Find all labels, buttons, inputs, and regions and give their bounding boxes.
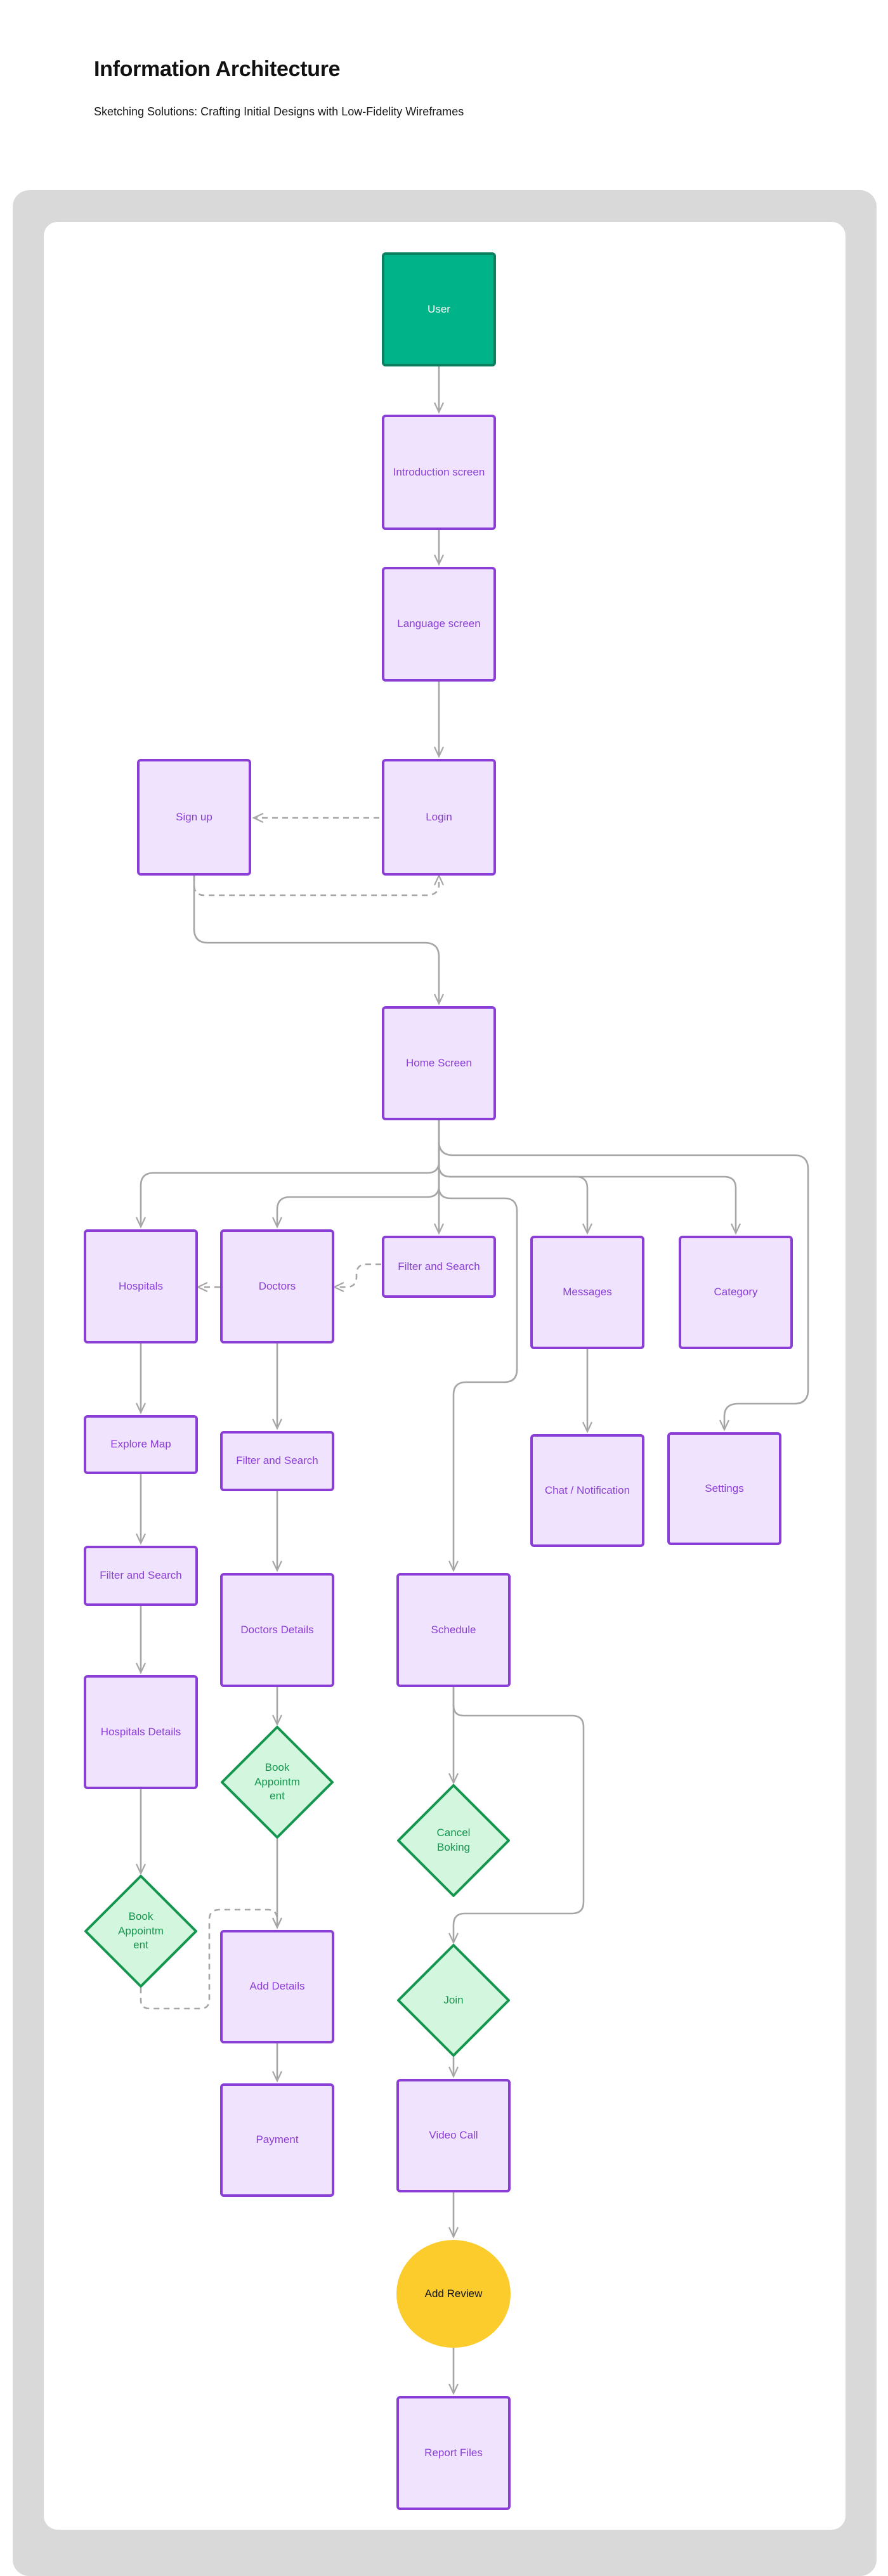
login-node: Login — [382, 759, 496, 876]
connector-signup-home — [193, 876, 444, 1006]
filter-search-top-label: Filter and Search — [398, 1260, 480, 1272]
report-files-label: Report Files — [424, 2446, 483, 2459]
decision-shape — [84, 1875, 197, 1988]
connector-signup-login-return — [193, 874, 444, 896]
connector-home-schedule — [438, 1120, 518, 1572]
introduction-screen-node: Introduction screen — [382, 415, 496, 530]
connector-filter-doctors — [332, 1263, 381, 1292]
video-call-label: Video Call — [429, 2129, 478, 2142]
hospitals-node: Hospitals — [84, 1229, 198, 1343]
add-review-node: Add Review — [396, 2240, 511, 2348]
doctors-details-node: Doctors Details — [220, 1573, 334, 1687]
doctors-label: Doctors — [258, 1279, 296, 1292]
page-subtitle: Sketching Solutions: Crafting Initial De… — [94, 105, 464, 118]
login-label: Login — [426, 810, 452, 823]
connector-schedule-join — [448, 1687, 585, 1945]
add-details-label: Add Details — [249, 1980, 305, 1993]
hospitals-label: Hospitals — [119, 1279, 163, 1292]
language-screen-node: Language screen — [382, 567, 496, 682]
settings-node: Settings — [667, 1432, 781, 1545]
cancel-booking-label: Cancel Boking — [436, 1827, 471, 1853]
decision-shape — [397, 1944, 510, 2057]
chat-notification-node: Chat / Notification — [530, 1434, 644, 1547]
schedule-label: Schedule — [431, 1623, 476, 1636]
book-appointment-hospital-label: Book Appointm ent — [118, 1910, 164, 1951]
connector-bookhospital-adddetails — [140, 1908, 282, 2010]
signup-node: Sign up — [137, 759, 251, 876]
messages-label: Messages — [563, 1286, 612, 1298]
user-node: User — [382, 252, 496, 366]
page-title: Information Architecture — [94, 57, 341, 81]
decision-shape — [397, 1784, 510, 1897]
filter-search-doctors-node: Filter and Search — [220, 1431, 334, 1491]
hospitals-details-node: Hospitals Details — [84, 1675, 198, 1789]
cancel-booking-decision: Cancel Boking — [396, 1783, 511, 1898]
filter-search-hospitals-label: Filter and Search — [100, 1569, 182, 1582]
introduction-screen-label: Introduction screen — [393, 465, 485, 478]
chat-notification-label: Chat / Notification — [544, 1484, 630, 1496]
book-appointment-hospital-decision: Book Appointm ent — [83, 1874, 199, 1989]
book-appointment-doctor-label: Book Appointm ent — [254, 1761, 300, 1803]
language-screen-label: Language screen — [397, 618, 481, 630]
schedule-node: Schedule — [396, 1573, 511, 1687]
hospitals-details-label: Hospitals Details — [100, 1725, 181, 1738]
connector-home-hospitals — [136, 1120, 440, 1229]
video-call-node: Video Call — [396, 2079, 511, 2192]
add-details-node: Add Details — [220, 1930, 334, 2043]
messages-node: Messages — [530, 1236, 644, 1349]
payment-node: Payment — [220, 2083, 334, 2197]
doctors-node: Doctors — [220, 1229, 334, 1343]
filter-search-doctors-label: Filter and Search — [236, 1454, 318, 1467]
settings-label: Settings — [705, 1482, 744, 1494]
signup-label: Sign up — [176, 810, 212, 823]
home-screen-node: Home Screen — [382, 1006, 496, 1120]
join-label: Join — [443, 1993, 464, 2006]
user-label: User — [428, 302, 450, 315]
decision-shape — [221, 1726, 334, 1839]
category-node: Category — [679, 1236, 793, 1349]
filter-search-top-node: Filter and Search — [382, 1236, 496, 1298]
doctors-details-label: Doctors Details — [240, 1623, 314, 1636]
report-files-node: Report Files — [396, 2396, 511, 2510]
category-label: Category — [714, 1286, 758, 1298]
home-screen-label: Home Screen — [406, 1056, 472, 1069]
explore-map-label: Explore Map — [110, 1438, 171, 1451]
add-review-label: Add Review — [424, 2287, 483, 2300]
payment-label: Payment — [256, 2133, 299, 2146]
book-appointment-doctor-decision: Book Appointm ent — [219, 1725, 335, 1840]
join-decision: Join — [396, 1943, 511, 2058]
filter-search-hospitals-node: Filter and Search — [84, 1546, 198, 1606]
explore-map-node: Explore Map — [84, 1415, 198, 1474]
connector-home-settings — [438, 1120, 809, 1432]
